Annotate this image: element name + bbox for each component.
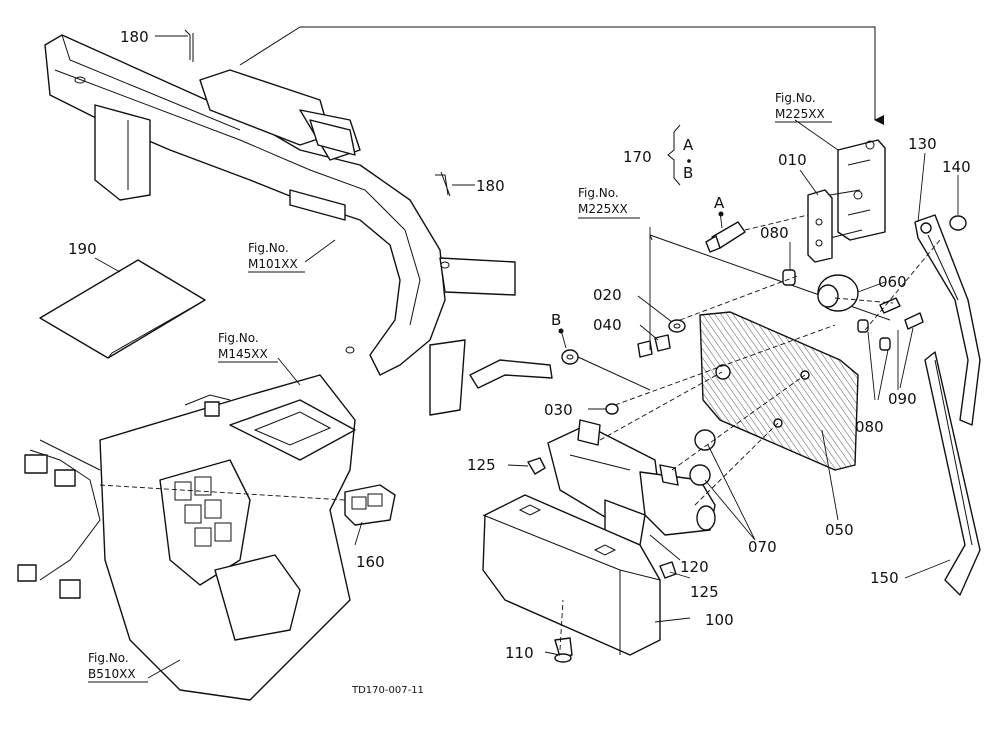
pin-a	[705, 221, 746, 253]
label-070: 070	[748, 538, 777, 556]
screws-090	[857, 297, 924, 351]
projection-lines	[559, 214, 941, 651]
switch-160	[99, 484, 396, 526]
label-120: 120	[680, 558, 709, 576]
marker-a-dot-icon	[718, 211, 724, 217]
label-180-top: 180	[120, 28, 149, 46]
label-030: 030	[544, 401, 573, 419]
ref-m145-no: M145XX	[218, 347, 268, 361]
bushing-080-top	[782, 269, 796, 286]
ref-m101-fig: Fig.No.	[248, 241, 289, 255]
ref-m145-fig: Fig.No.	[218, 331, 259, 345]
bracket-m225	[829, 139, 886, 241]
label-110: 110	[505, 644, 534, 662]
label-170-b: B	[683, 164, 693, 182]
label-125-left: 125	[467, 456, 496, 474]
label-090: 090	[888, 390, 917, 408]
ref-b510-no: B510XX	[88, 667, 136, 681]
plate-010	[807, 189, 833, 263]
group-dot-icon	[687, 159, 691, 163]
reference-arrow	[239, 26, 884, 125]
nut-125-right	[659, 561, 677, 579]
label-080-bottom: 080	[855, 418, 884, 436]
group-brace-170	[667, 124, 681, 186]
drawing-code: TD170-007-11	[351, 685, 424, 696]
pad-050	[699, 311, 859, 471]
label-130: 130	[908, 135, 937, 153]
nut-140	[949, 215, 967, 231]
label-150: 150	[870, 569, 899, 587]
ref-m101-no: M101XX	[248, 257, 298, 271]
label-100: 100	[705, 611, 734, 629]
marker-b-dot-icon	[558, 328, 564, 334]
nut-040	[637, 334, 671, 358]
label-020: 020	[593, 286, 622, 304]
nut-125-left	[527, 457, 546, 475]
ref-m225-top-no: M225XX	[775, 107, 825, 121]
label-125-right: 125	[690, 583, 719, 601]
wiper-arm-130	[914, 214, 981, 426]
grommet-060	[817, 274, 859, 312]
part-labels: 180 180 190 160 170 A B 010 130 140 080 …	[68, 28, 971, 662]
split-pin-180-top	[184, 29, 194, 62]
console-panel	[17, 374, 356, 701]
split-pin-180-right	[435, 171, 451, 197]
label-050: 050	[825, 521, 854, 539]
label-140: 140	[942, 158, 971, 176]
figure-references: Fig.No. M101XX Fig.No. M145XX Fig.No. B5…	[88, 91, 832, 683]
ref-m225-left-fig: Fig.No.	[578, 186, 619, 200]
leader-lines	[94, 35, 959, 679]
window-panel-m225	[649, 234, 891, 321]
label-160: 160	[356, 553, 385, 571]
roof-frame	[44, 34, 553, 416]
screw-110	[554, 637, 573, 663]
label-080-top: 080	[760, 224, 789, 242]
marker-b: B	[551, 311, 561, 329]
label-180-right: 180	[476, 177, 505, 195]
label-190: 190	[68, 240, 97, 258]
label-040: 040	[593, 316, 622, 334]
washer-030	[605, 403, 619, 415]
cover-100	[482, 494, 661, 656]
wiper-blade-150	[924, 351, 981, 596]
washer-020	[668, 319, 686, 333]
nut-b	[561, 349, 579, 365]
ref-m225-left-no: M225XX	[578, 202, 628, 216]
bushing-070a	[694, 429, 716, 451]
label-010: 010	[778, 151, 807, 169]
manual-190	[39, 259, 206, 359]
label-170: 170	[623, 148, 652, 166]
ref-m225-top-fig: Fig.No.	[775, 91, 816, 105]
ref-b510-fig: Fig.No.	[88, 651, 129, 665]
label-060: 060	[878, 273, 907, 291]
marker-a: A	[714, 194, 725, 212]
label-170-a: A	[683, 136, 694, 154]
